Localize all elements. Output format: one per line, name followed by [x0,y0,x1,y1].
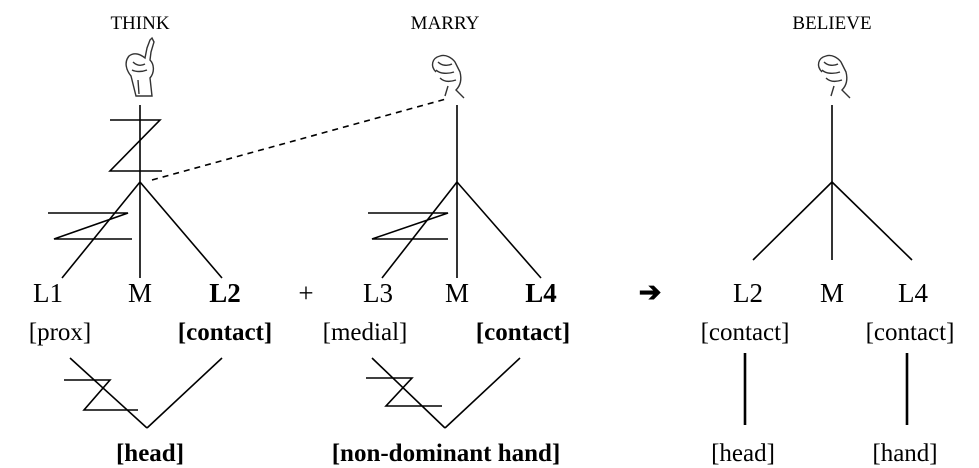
result-arrow: ➔ [639,277,662,307]
think-hand-icon [125,36,155,97]
marry-feature-delink-mark [366,377,442,407]
marry-feature-medial: [medial] [323,319,408,346]
marry-medial-assoc-line [371,357,446,429]
think-l2-line [139,181,223,279]
think-contact-assoc-line [146,357,223,429]
marry-title: MARRY [411,13,480,34]
marry-target-hand: [non-dominant hand] [332,440,561,467]
believe-feature-contact-1: [contact] [701,319,790,346]
marry-l4-line [456,181,542,279]
marry-l3-line [381,181,458,279]
think-feature-contact: [contact] [178,319,272,346]
believe-l4-line [831,181,913,261]
believe-title: BELIEVE [792,13,871,34]
think-node-l2: L2 [209,278,241,308]
think-node-l1: L1 [33,278,63,308]
think-node-m: M [128,278,152,308]
think-l1-line [61,181,141,279]
marry-lower-delink-mark [368,212,449,240]
believe-node-m: M [820,278,844,308]
believe-l2-line [752,181,833,261]
think-title: THINK [110,13,169,34]
believe-feature-contact-2: [contact] [866,319,955,346]
think-lower-delink-mark [48,212,132,240]
marry-node-l4: L4 [525,278,557,308]
spreading-dashed-line [151,98,447,181]
believe-target-head: [head] [711,440,775,467]
believe-hand-icon [817,54,851,99]
marry-hand-icon [431,54,465,99]
marry-contact-assoc-line [444,357,521,429]
think-feature-delink-mark [64,379,138,411]
marry-node-m: M [445,278,469,308]
believe-node-l4: L4 [898,278,928,308]
plus-sign: + [298,278,313,308]
think-upper-delink-mark [108,119,162,172]
think-feature-prox: [prox] [29,319,91,346]
think-target-head: [head] [116,440,184,467]
marry-feature-contact: [contact] [476,319,570,346]
marry-node-l3: L3 [363,278,393,308]
believe-node-l2: L2 [733,278,763,308]
believe-target-hand: [hand] [872,440,937,467]
think-prox-assoc-line [69,357,148,429]
